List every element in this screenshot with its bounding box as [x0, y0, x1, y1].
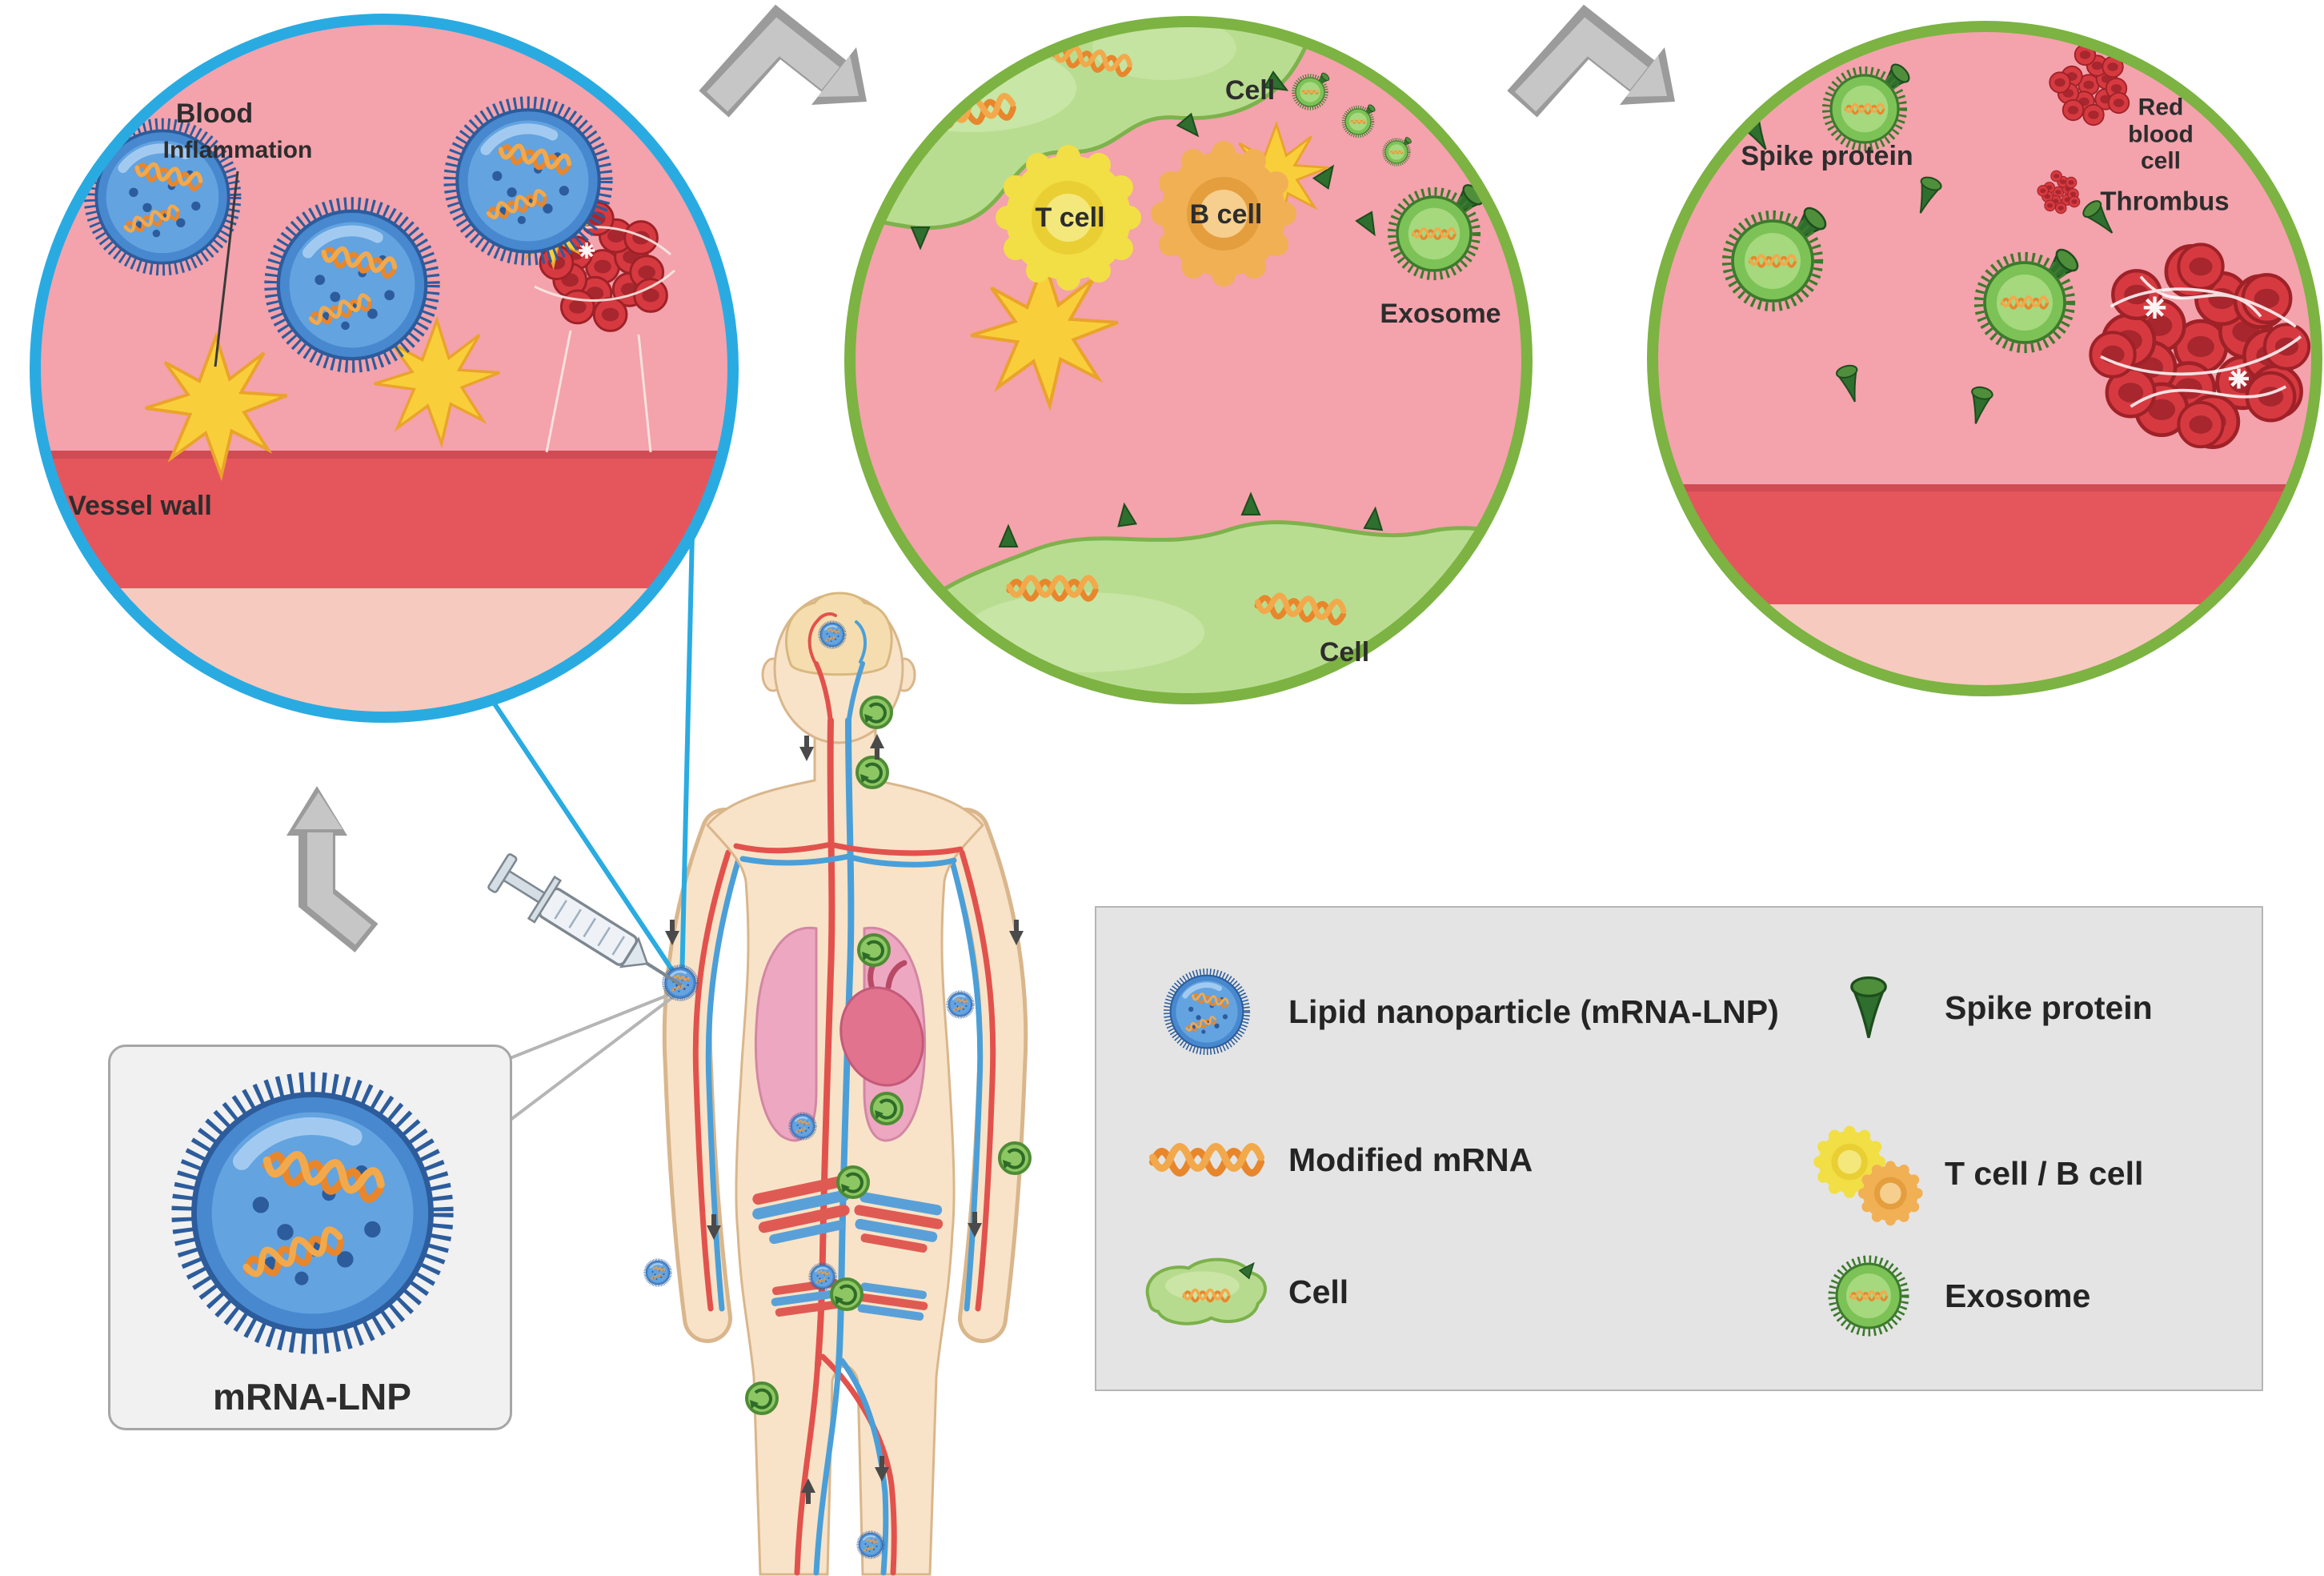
bent-arrow-icon: [714, 32, 867, 105]
legend-label: Cell: [1288, 1273, 1349, 1310]
callout-lines-blue: [490, 531, 695, 986]
legend-label: Spike protein: [1945, 989, 2153, 1026]
arm-vessels: [692, 849, 996, 1312]
cell-icon: [1140, 1250, 1272, 1334]
lnp-icon: [166, 1067, 459, 1359]
blood-label: Blood: [175, 98, 254, 129]
panel-border-blue: [30, 14, 739, 723]
human-body-icon: [645, 592, 1032, 1576]
cell-top-label: Cell: [1224, 74, 1276, 106]
thrombus-label: Thrombus: [2100, 186, 2230, 216]
tcell-bcell-icon: [1809, 1110, 1929, 1238]
organ-cluster: [856, 1282, 928, 1321]
mrna-lnp-inset: mRNA-LNP: [108, 1045, 512, 1430]
inset-label: mRNA-LNP: [213, 1376, 411, 1418]
panel-immune-cells: [844, 16, 1533, 704]
syringe-icon: [487, 853, 683, 987]
panel-border-green: [1647, 21, 2322, 696]
body-arms: [662, 808, 1028, 1343]
legend-item-mrna: Modified mRNA: [1140, 1120, 1533, 1200]
legend-item-tcell-bcell: T cell / B cell: [1809, 1108, 2143, 1240]
bent-arrow-icon: [1522, 32, 1675, 105]
organ-cluster: [854, 1192, 944, 1253]
legend-label: T cell / B cell: [1945, 1155, 2144, 1192]
spike-protein-icon: [1809, 972, 1929, 1043]
up-arrow-icon: [286, 786, 379, 952]
legend-item-cell: Cell: [1140, 1244, 1348, 1340]
exosome-icon: [1809, 1254, 1929, 1337]
heart: [839, 955, 924, 1087]
mrna-icon: [1140, 1133, 1272, 1186]
callout-lines-gray: [503, 991, 676, 1126]
panel-blood-vessel: [30, 14, 739, 723]
legend-label: Modified mRNA: [1288, 1141, 1533, 1178]
vessel-wall-label: Vessel wall: [68, 490, 212, 521]
spike-protein-label: Spike protein: [1741, 140, 1913, 171]
exosome-label: Exosome: [1380, 298, 1501, 329]
cell-bottom-label: Cell: [1319, 636, 1370, 668]
inflammation-label: Inflammation: [162, 137, 313, 164]
panel-border-green: [844, 16, 1533, 704]
thrombus-clot: [2090, 244, 2309, 447]
legend-item-exosome: Exosome: [1809, 1252, 2090, 1340]
inflammation-leader-line: [214, 170, 239, 367]
b-cell-label: B cell: [1189, 199, 1263, 230]
legend-label: Exosome: [1945, 1277, 2091, 1314]
organ-cluster: [752, 1176, 850, 1245]
legend: Lipid nanoparticle (mRNA-LNP) Modified m…: [1095, 906, 2263, 1391]
legend-item-spike: Spike protein: [1809, 956, 2153, 1060]
t-cell-label: T cell: [1035, 202, 1105, 233]
legend-label: Lipid nanoparticle (mRNA-LNP): [1288, 993, 1779, 1030]
legend-item-lnp: Lipid nanoparticle (mRNA-LNP): [1140, 960, 1779, 1064]
red-blood-cell-label: Red blood cell: [2128, 94, 2194, 174]
blood-clot: [534, 203, 675, 453]
panel-thrombosis: [1647, 21, 2322, 696]
lnp-icon: [1140, 964, 1272, 1060]
